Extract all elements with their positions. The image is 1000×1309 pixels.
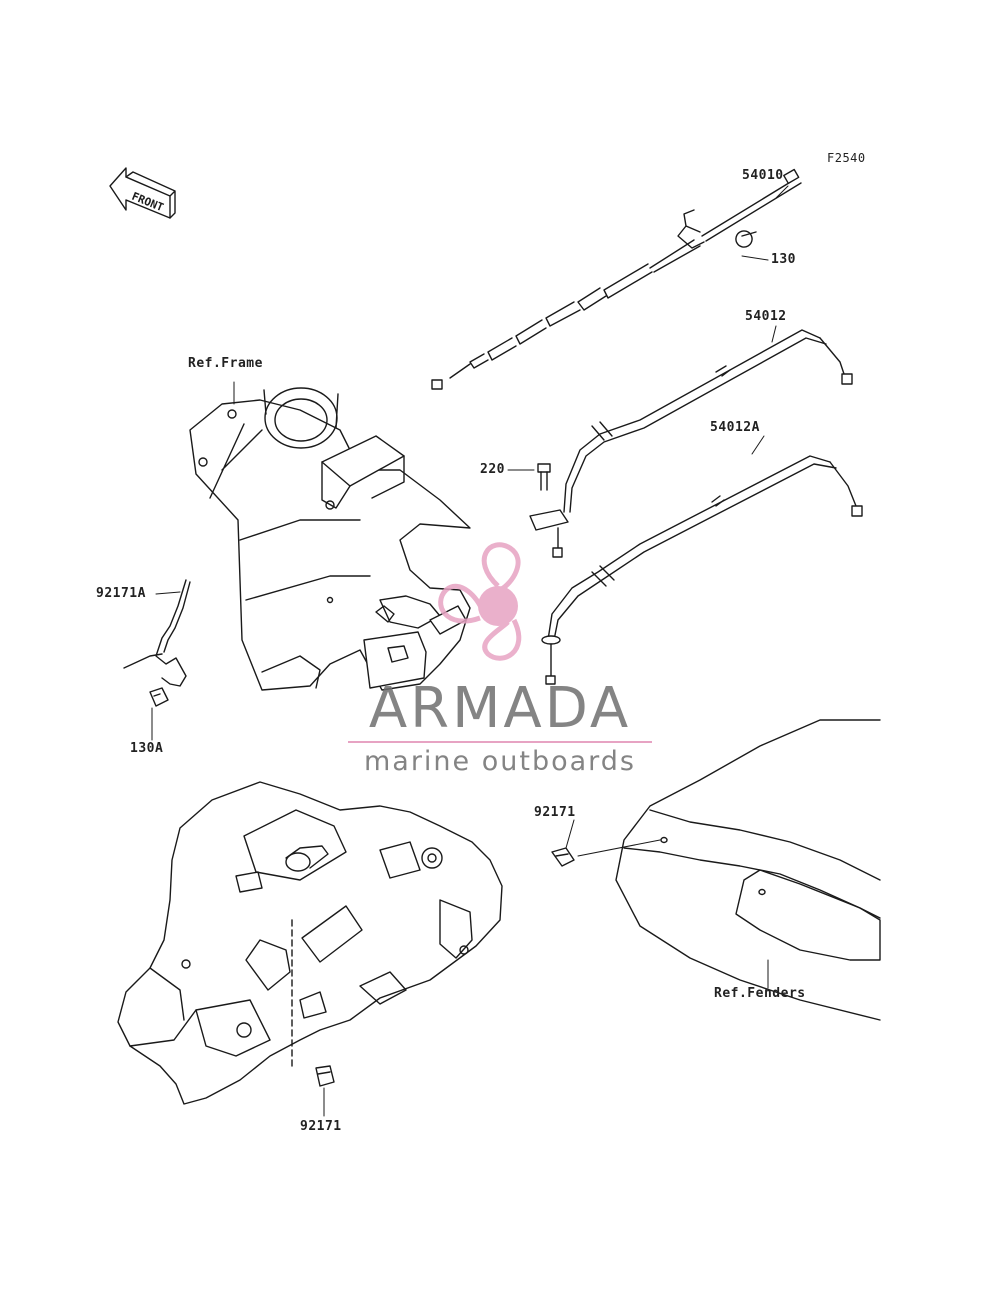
front-arrow-icon: FRONT [109,167,176,219]
part-label-54012: 54012 [745,309,787,324]
part-label-130a: 130A [130,741,164,756]
part-label-130: 130 [771,252,796,267]
cable-54010 [431,168,802,390]
frame-lower [117,781,503,1105]
frame-upper [189,387,471,691]
clamp-92171a [123,579,191,707]
propeller-logo-icon [438,542,522,661]
cable-54012 [529,329,853,558]
part-label-54010: 54010 [742,168,784,183]
part-label-92171-frame: 92171 [300,1119,342,1134]
ref-label-fenders: Ref.Fenders [714,986,806,1001]
figure-code: F2540 [827,151,866,165]
screw-220 [537,463,551,491]
part-label-92171a: 92171A [96,586,146,601]
leader-lines [151,185,789,1117]
cable-54012a [541,455,863,685]
fender-rear [551,719,881,1021]
watermark-divider [348,741,652,743]
part-label-92171-fender: 92171 [534,805,576,820]
watermark-brand: ARMADA [368,676,632,741]
watermark-tagline: marine outboards [363,746,636,777]
ref-label-frame: Ref.Frame [188,356,263,371]
part-label-54012a: 54012A [710,420,760,435]
part-label-220: 220 [480,462,505,477]
